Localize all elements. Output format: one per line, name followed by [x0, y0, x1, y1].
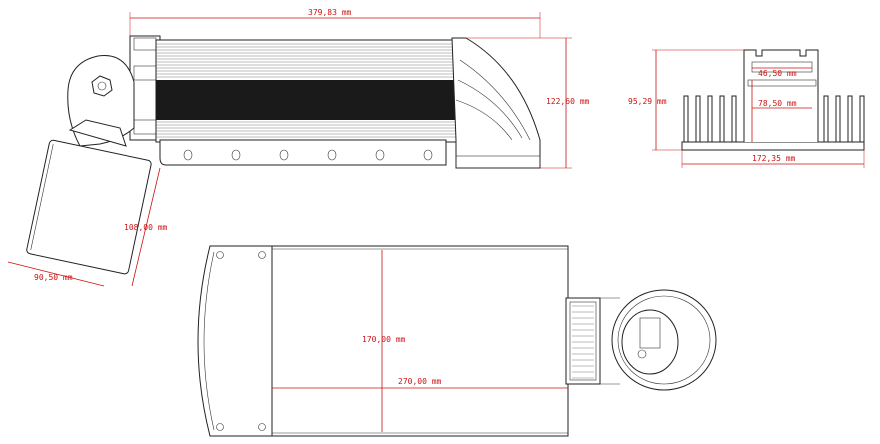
- heatsink-fin: [731, 95, 737, 143]
- dim-label-heatsink-height: 95,29 mm: [628, 97, 667, 106]
- led-lens: [375, 149, 385, 161]
- heatsink-section: [681, 49, 865, 151]
- dim-heatsink-channel-depth: 78,50 mm: [751, 80, 812, 142]
- fin-lines-lower: [156, 121, 456, 138]
- dim-label-heatsink-width: 172,35 mm: [752, 154, 796, 163]
- dim-label-channel-width: 46,50 mm: [758, 69, 797, 78]
- heatsink-fin: [823, 95, 829, 143]
- dim-bracket-height: 108,00 mm: [124, 167, 168, 287]
- bracket-view: [26, 139, 152, 275]
- led-lens: [183, 149, 193, 161]
- dim-heatsink-height: 95,29 mm: [628, 49, 744, 151]
- dim-label-channel-depth: 78,50 mm: [758, 99, 797, 108]
- heatsink-fins: [683, 95, 865, 143]
- dim-top-width: 170,00 mm: [362, 250, 406, 432]
- led-lens: [423, 149, 433, 161]
- dim-label-bracket-width: 90,50 mm: [34, 273, 73, 282]
- heatsink-fin: [683, 95, 689, 143]
- top-view: [197, 245, 717, 437]
- dim-top-length: 270,00 mm: [272, 377, 568, 389]
- dim-bracket-width: 90,50 mm: [7, 261, 105, 287]
- heatsink-fin: [707, 95, 713, 143]
- coupling-ribs: [572, 305, 594, 379]
- dim-label-top-length: 270,00 mm: [398, 377, 442, 386]
- dim-label-side-length: 379,83 mm: [308, 8, 352, 17]
- heatsink-fin: [847, 95, 853, 143]
- dim-label-bracket-height: 108,00 mm: [124, 223, 168, 232]
- led-lens: [231, 149, 241, 161]
- led-row: [183, 149, 433, 161]
- heatsink-fin: [695, 95, 701, 143]
- side-view: [67, 35, 541, 169]
- dim-heatsink-channel-width: 46,50 mm: [752, 67, 812, 78]
- dim-side-length: 379,83 mm: [129, 8, 541, 38]
- heatsink-fin: [859, 95, 865, 143]
- dim-heatsink-width: 172,35 mm: [681, 150, 865, 168]
- led-lens: [279, 149, 289, 161]
- dim-side-height: 122,60 mm: [466, 37, 590, 169]
- heatsink-fin: [835, 95, 841, 143]
- dim-label-top-width: 170,00 mm: [362, 335, 406, 344]
- heatsink-fin: [719, 95, 725, 143]
- fin-lines-upper: [156, 43, 456, 78]
- dim-label-side-height: 122,60 mm: [546, 97, 590, 106]
- led-lens: [327, 149, 337, 161]
